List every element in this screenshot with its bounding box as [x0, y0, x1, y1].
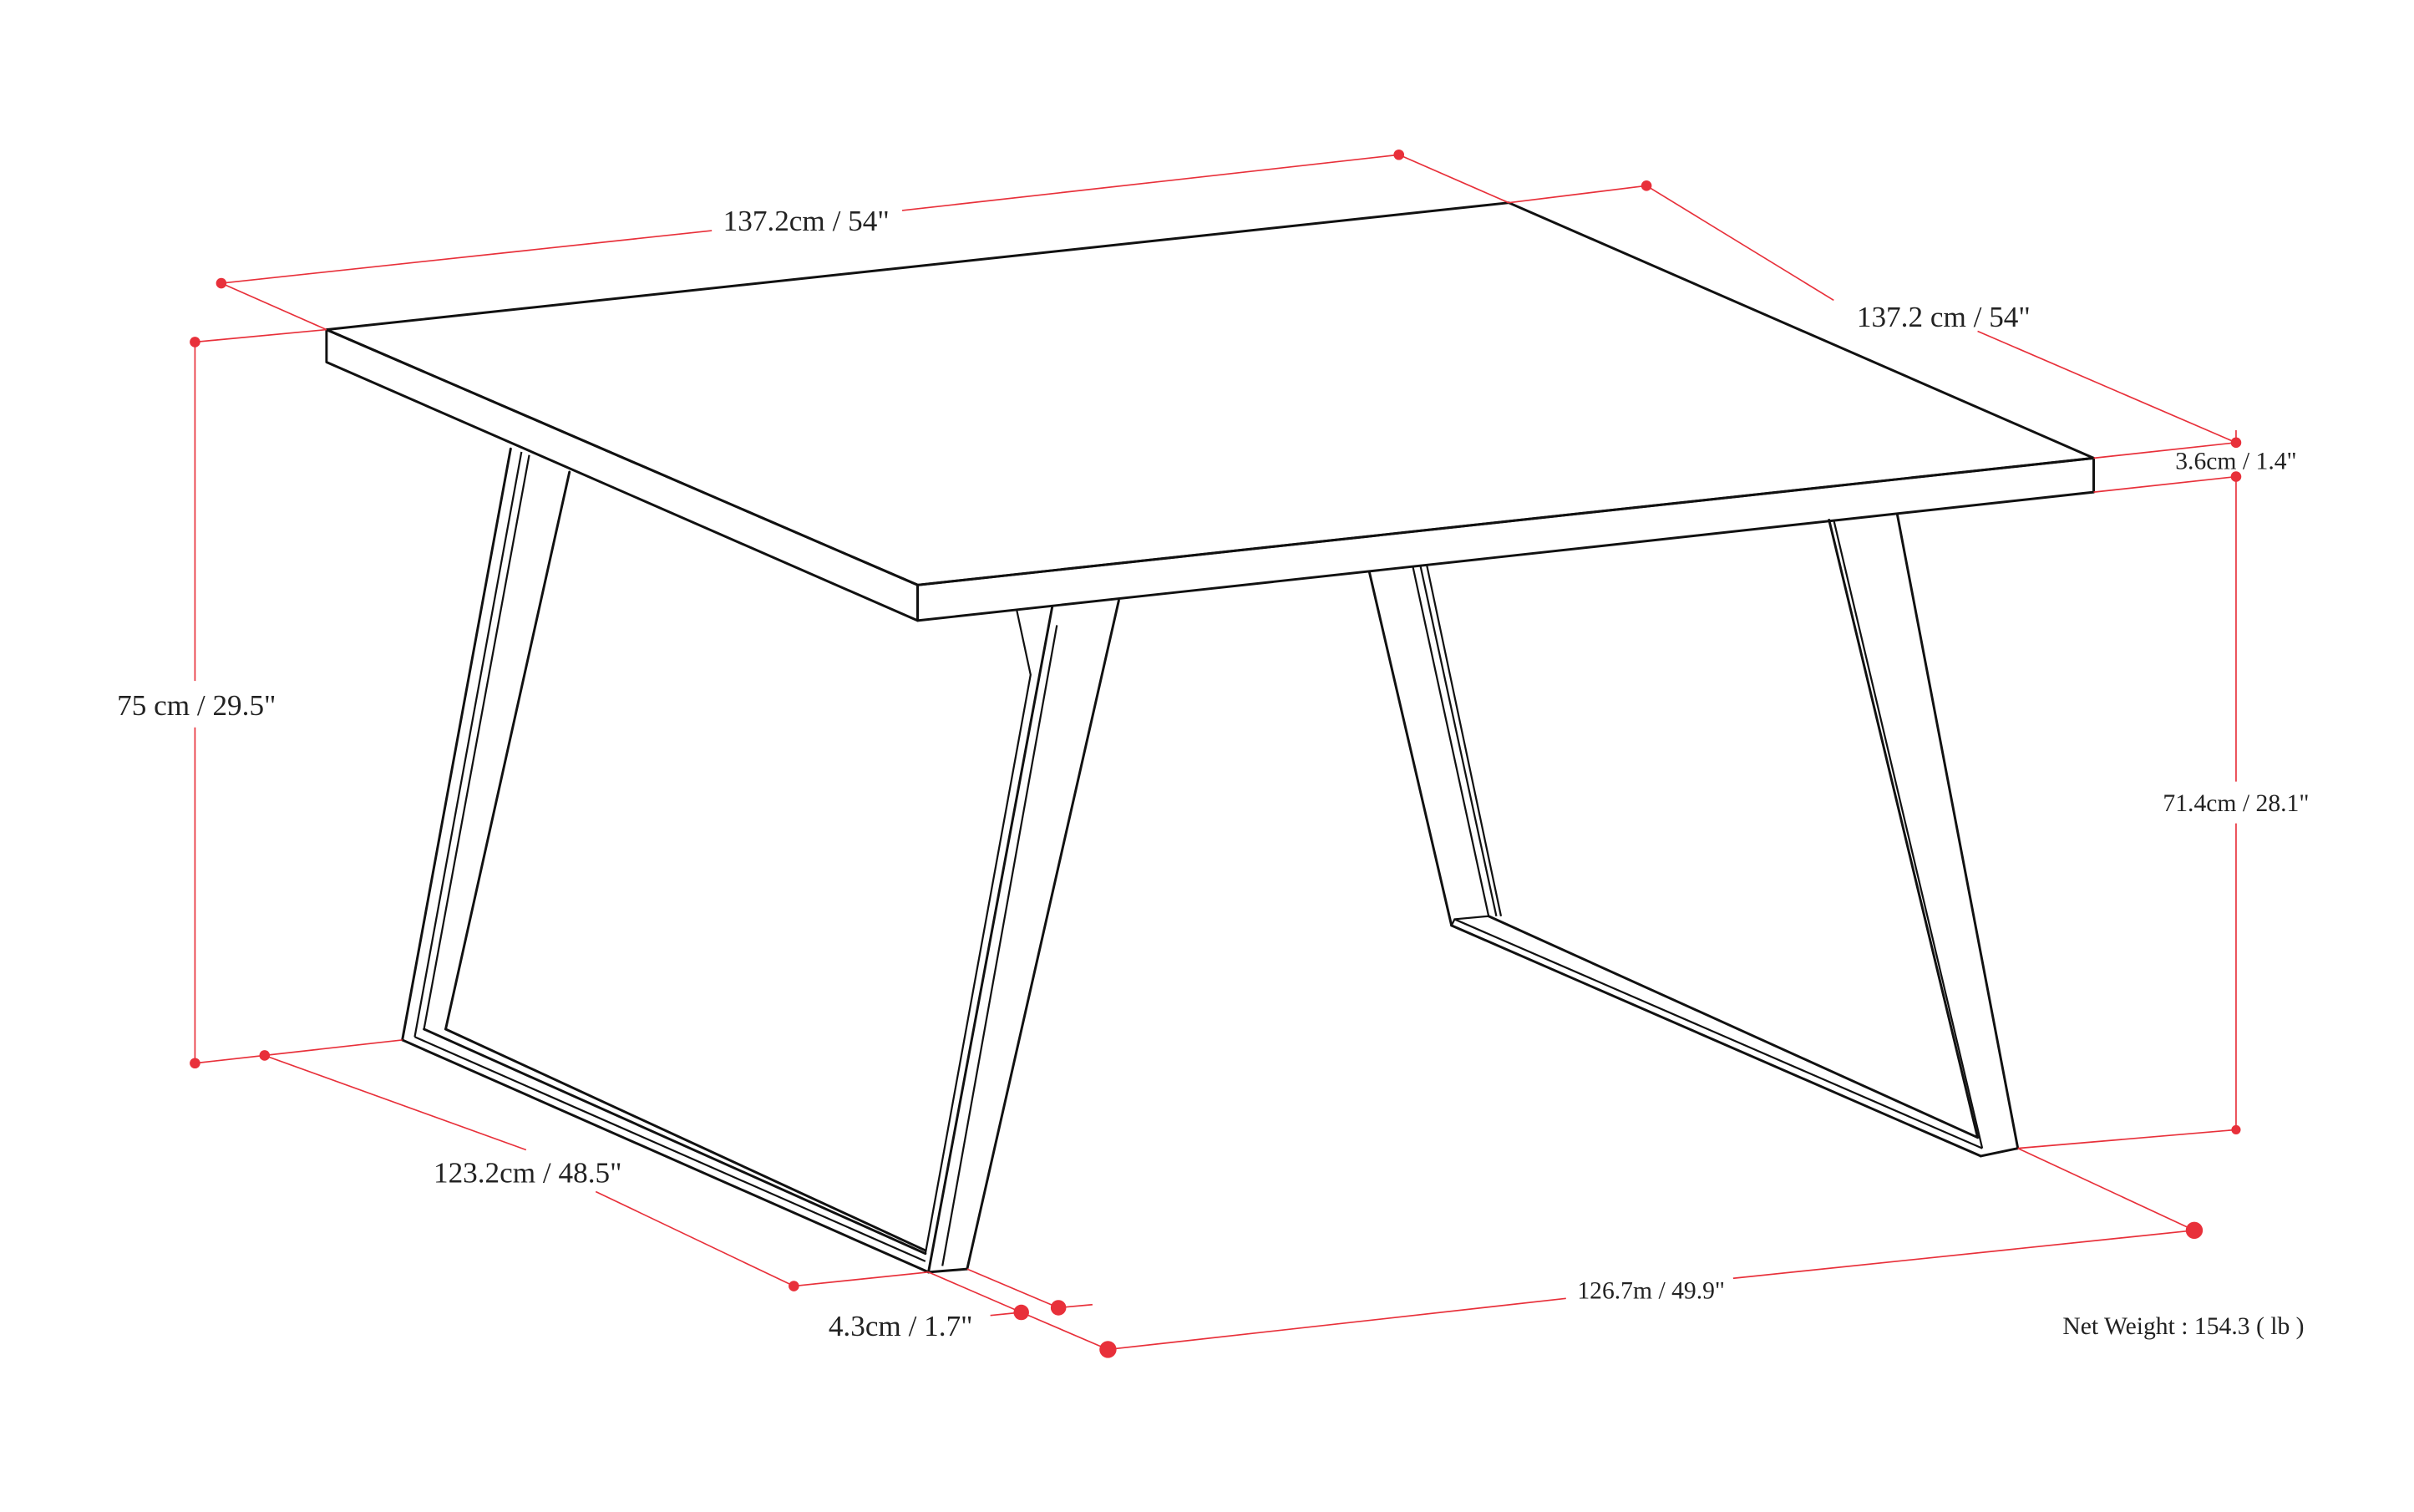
label-top-length: 137.2cm / 54" [723, 205, 890, 237]
dimension-leg-base-depth: 123.2cm / 48.5" [259, 1050, 929, 1291]
dimension-endpoint [2231, 1124, 2241, 1134]
table-top-right-edge [916, 456, 2096, 622]
dimension-overall-height: 75 cm / 29.5" [117, 328, 403, 1069]
label-leg-span: 126.7m / 49.9" [1577, 1277, 1725, 1304]
dimension-leg-width: 4.3cm / 1.7" [829, 1268, 1093, 1342]
left-leg-frame [401, 447, 1120, 1274]
dimension-top-length: 137.2cm / 54" [216, 149, 1509, 331]
table-top [325, 201, 2096, 622]
dimension-leg-height: 71.4cm / 28.1" [2017, 476, 2309, 1149]
dimension-endpoint [1641, 180, 1652, 191]
dimension-top-thickness: 3.6cm / 1.4" [2093, 430, 2297, 493]
right-leg-frame [1368, 512, 2020, 1158]
label-leg-width: 4.3cm / 1.7" [829, 1310, 973, 1342]
dimension-endpoint [190, 337, 200, 348]
label-top-depth: 137.2 cm / 54" [1857, 301, 2031, 333]
table-top-surface [325, 201, 2096, 586]
dimension-endpoint [259, 1050, 271, 1061]
label-leg-base-depth: 123.2cm / 48.5" [434, 1156, 621, 1189]
label-leg-height: 71.4cm / 28.1" [2163, 790, 2309, 817]
table-top-left-edge [325, 328, 920, 622]
dimension-endpoint [1050, 1300, 1067, 1316]
dimension-leg-span: 126.7m / 49.9" [1021, 1147, 2204, 1358]
dimension-endpoint [789, 1281, 799, 1291]
dimension-endpoint [2185, 1221, 2204, 1240]
dimension-endpoint [1393, 149, 1405, 160]
dimension-endpoint [216, 277, 227, 289]
dimension-endpoint [1099, 1341, 1117, 1358]
label-top-thickness: 3.6cm / 1.4" [2175, 448, 2296, 474]
label-overall-height: 75 cm / 29.5" [117, 689, 276, 722]
net-weight-label: Net Weight : 154.3 ( lb ) [2062, 1313, 2304, 1340]
dimension-top-depth: 137.2 cm / 54" [1509, 180, 2242, 449]
dimension-endpoint [190, 1058, 200, 1069]
